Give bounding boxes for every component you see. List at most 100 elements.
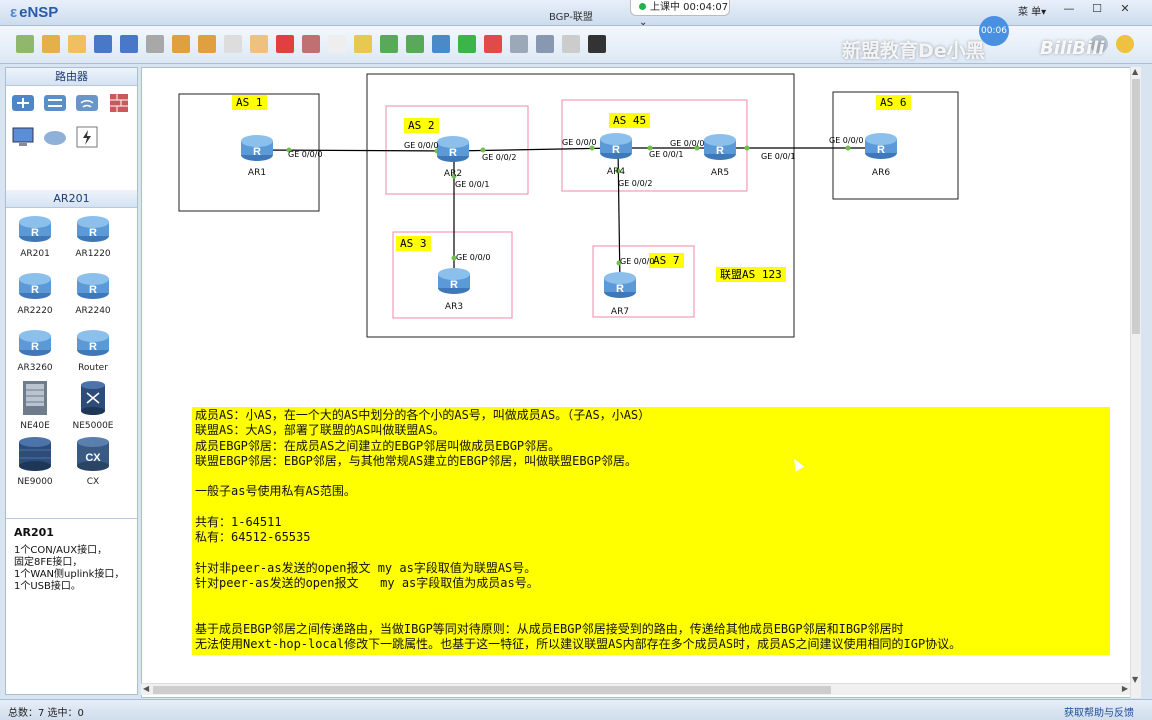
series-header: AR201 [6,190,137,208]
maximize-icon[interactable]: ☐ [1092,2,1102,15]
device-label: Router [78,363,108,373]
device-ar201[interactable]: R AR201 [6,214,64,259]
horizontal-scroll-thumb[interactable] [153,686,831,694]
rectangle-icon[interactable] [354,35,372,53]
capture-icon[interactable] [510,35,528,53]
delete-icon[interactable] [276,35,294,53]
note-line [195,500,1107,515]
save-as-icon[interactable] [120,35,138,53]
note-line [195,469,1107,484]
router-ar1-icon[interactable]: R [240,133,274,163]
print-icon[interactable] [146,35,164,53]
router-category-icon[interactable] [11,92,35,114]
device-description: AR201 1个CON/AUX接口， 固定8FE接口， 1个WAN侧uplink… [6,518,137,601]
device-label: AR2240 [75,306,111,316]
device-ne9000[interactable]: NE9000 [6,436,64,487]
device-cx[interactable]: CX CX [64,436,122,487]
menu-button[interactable]: 菜 单▾ [1018,7,1047,18]
device-ne5000e[interactable]: NE5000E [64,380,122,431]
topology-icon[interactable] [536,35,554,53]
as3-label[interactable]: AS 3 [396,236,431,251]
connection-category-icon[interactable] [75,126,99,148]
firewall-category-icon[interactable] [107,92,131,114]
svg-text:R: R [89,227,97,239]
interface-label: GE 0/0/1 [649,150,684,159]
settings-gear-icon[interactable] [1090,35,1108,53]
as1-box[interactable] [178,93,320,212]
svg-text:R: R [616,283,624,295]
description-line: 1个WAN侧uplink接口， [14,569,125,580]
scroll-down-icon[interactable]: ▼ [1132,675,1139,684]
zoom-out-icon[interactable] [406,35,424,53]
interface-label: GE 0/0/2 [618,179,653,188]
undo-icon[interactable] [172,35,190,53]
help-icon[interactable] [1116,35,1134,53]
new-example-icon[interactable] [42,35,60,53]
confed-as-label[interactable]: 联盟AS 123 [716,267,786,282]
device-ar2240[interactable]: R AR2240 [64,271,122,316]
as7-box[interactable] [592,245,695,318]
delete-link-icon[interactable] [302,35,320,53]
link-ar2-ar4[interactable] [452,147,617,152]
device-ar3260[interactable]: R AR3260 [6,328,64,373]
device-ar1220[interactable]: R AR1220 [64,214,122,259]
interface-label: GE 0/0/0 [670,139,705,148]
link-ar1-ar2[interactable] [256,149,454,152]
cx-cylinder-icon: CX [77,437,109,471]
router-ar6-icon[interactable]: R [864,131,898,161]
pc-category-icon[interactable] [11,126,35,148]
stop-device-icon[interactable] [484,35,502,53]
close-icon[interactable]: ✕ [1120,2,1130,15]
horizontal-scrollbar[interactable]: ◀ ▶ [141,683,1130,695]
note-line: 成员EBGP邻居：在成员AS之间建立的EBGP邻居叫做成员EBGP邻居。 [195,438,561,453]
minimize-icon[interactable]: — [1063,2,1075,15]
as45-label[interactable]: AS 45 [609,113,651,128]
interface-label: GE 0/0/0 [620,257,655,266]
router-ar3-icon[interactable]: R [437,266,471,296]
as7-label[interactable]: AS 7 [649,253,684,268]
device-ar2220[interactable]: R AR2220 [6,271,64,316]
wireless-category-icon[interactable] [75,92,99,114]
switch-category-icon[interactable] [43,92,67,114]
cloud-category-icon[interactable] [43,126,67,148]
as2-label[interactable]: AS 2 [404,118,439,133]
redo-icon[interactable] [198,35,216,53]
pan-hand-icon[interactable] [250,35,268,53]
note-line: 联盟AS：大AS，部署了联盟的AS叫做联盟AS。 [195,423,445,438]
vertical-scrollbar[interactable]: ▲ ▼ [1130,67,1141,698]
as6-box[interactable] [832,91,959,200]
as3-box[interactable] [392,231,513,319]
device-router[interactable]: R Router [64,328,122,373]
router-ar7-icon[interactable]: R [603,270,637,300]
live-status-pill[interactable]: 上课中 00:04:07 ⌄ [630,0,730,28]
recording-timer: 00:06 [979,16,1009,46]
zoom-in-icon[interactable] [380,35,398,53]
start-device-icon[interactable] [458,35,476,53]
open-icon[interactable] [68,35,86,53]
select-pointer-icon[interactable] [224,35,242,53]
router-ar2-icon[interactable]: R [436,134,470,164]
router-ar4-icon[interactable]: R [599,131,633,161]
router-ar5-icon[interactable]: R [703,132,737,162]
scroll-up-icon[interactable]: ▲ [1132,67,1139,76]
palette-icon[interactable] [562,35,580,53]
scroll-left-icon[interactable]: ◀ [143,684,150,693]
as1-label[interactable]: AS 1 [232,95,267,110]
fit-view-icon[interactable] [432,35,450,53]
scroll-right-icon[interactable]: ▶ [1121,684,1128,693]
text-icon[interactable] [328,35,346,53]
device-ne40e[interactable]: NE40E [6,380,64,431]
as6-label[interactable]: AS 6 [876,95,911,110]
console-icon[interactable] [588,35,606,53]
port-dot [480,147,486,153]
save-icon[interactable] [94,35,112,53]
vertical-scroll-thumb[interactable] [1132,79,1140,334]
help-feedback-link[interactable]: 获取帮助与反馈 [1064,708,1134,719]
topology-canvas[interactable]: R R R R R R R AR1 AR2 AR3 AR4 AR5 AR6 AR… [141,67,1141,698]
notes-textbox[interactable]: 成员AS：小AS，在一个大的AS中划分的各个小的AS号，叫做成员AS。（子AS，… [192,407,1110,655]
new-topology-icon[interactable] [16,35,34,53]
confed-as-box[interactable] [366,73,795,338]
device-label: AR3260 [17,363,53,373]
router-ar6-label: AR6 [871,168,891,178]
port-dot [744,145,750,151]
